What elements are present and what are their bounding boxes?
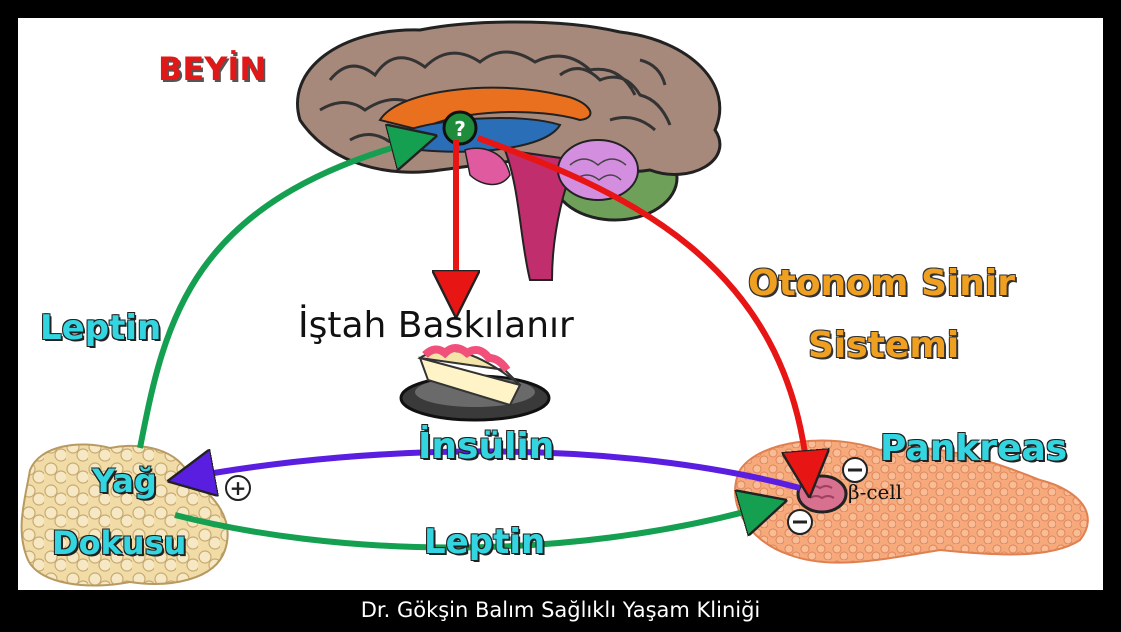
- leptin-bottom-label: Leptin: [424, 522, 546, 562]
- autonomic-label-line2: Sistemi: [808, 325, 960, 366]
- beta-cell-label: β-cell: [848, 480, 903, 504]
- brain-title: BEYİN: [158, 50, 267, 88]
- leptin-left-label: Leptin: [40, 308, 162, 348]
- arrow-insulin-to-fat: [185, 448, 801, 488]
- cake-slice-icon: [399, 344, 551, 422]
- autonomic-label-line1: Otonom Sinir: [748, 263, 1015, 304]
- arrow-autonomic-nerves: [476, 135, 808, 480]
- arrow-leptin-to-pancreas: [174, 505, 770, 551]
- plus-sign-label: +: [230, 476, 247, 500]
- insulin-label: İnsülin: [418, 426, 555, 467]
- fat-tissue-label-line2: Dokusu: [52, 524, 187, 562]
- footer-credit: Dr. Gökşin Balım Sağlıklı Yaşam Kliniği: [360, 598, 761, 622]
- pancreas-label: Pankreas: [880, 428, 1068, 469]
- hypothalamus-mark: ?: [454, 117, 466, 141]
- plus-sign-icon: +: [225, 475, 251, 501]
- fat-tissue-label-line1: Yağ: [92, 462, 157, 500]
- arrow-leptin-to-brain: [137, 140, 420, 449]
- appetite-suppressed-label: İştah Baskılanır: [298, 305, 574, 346]
